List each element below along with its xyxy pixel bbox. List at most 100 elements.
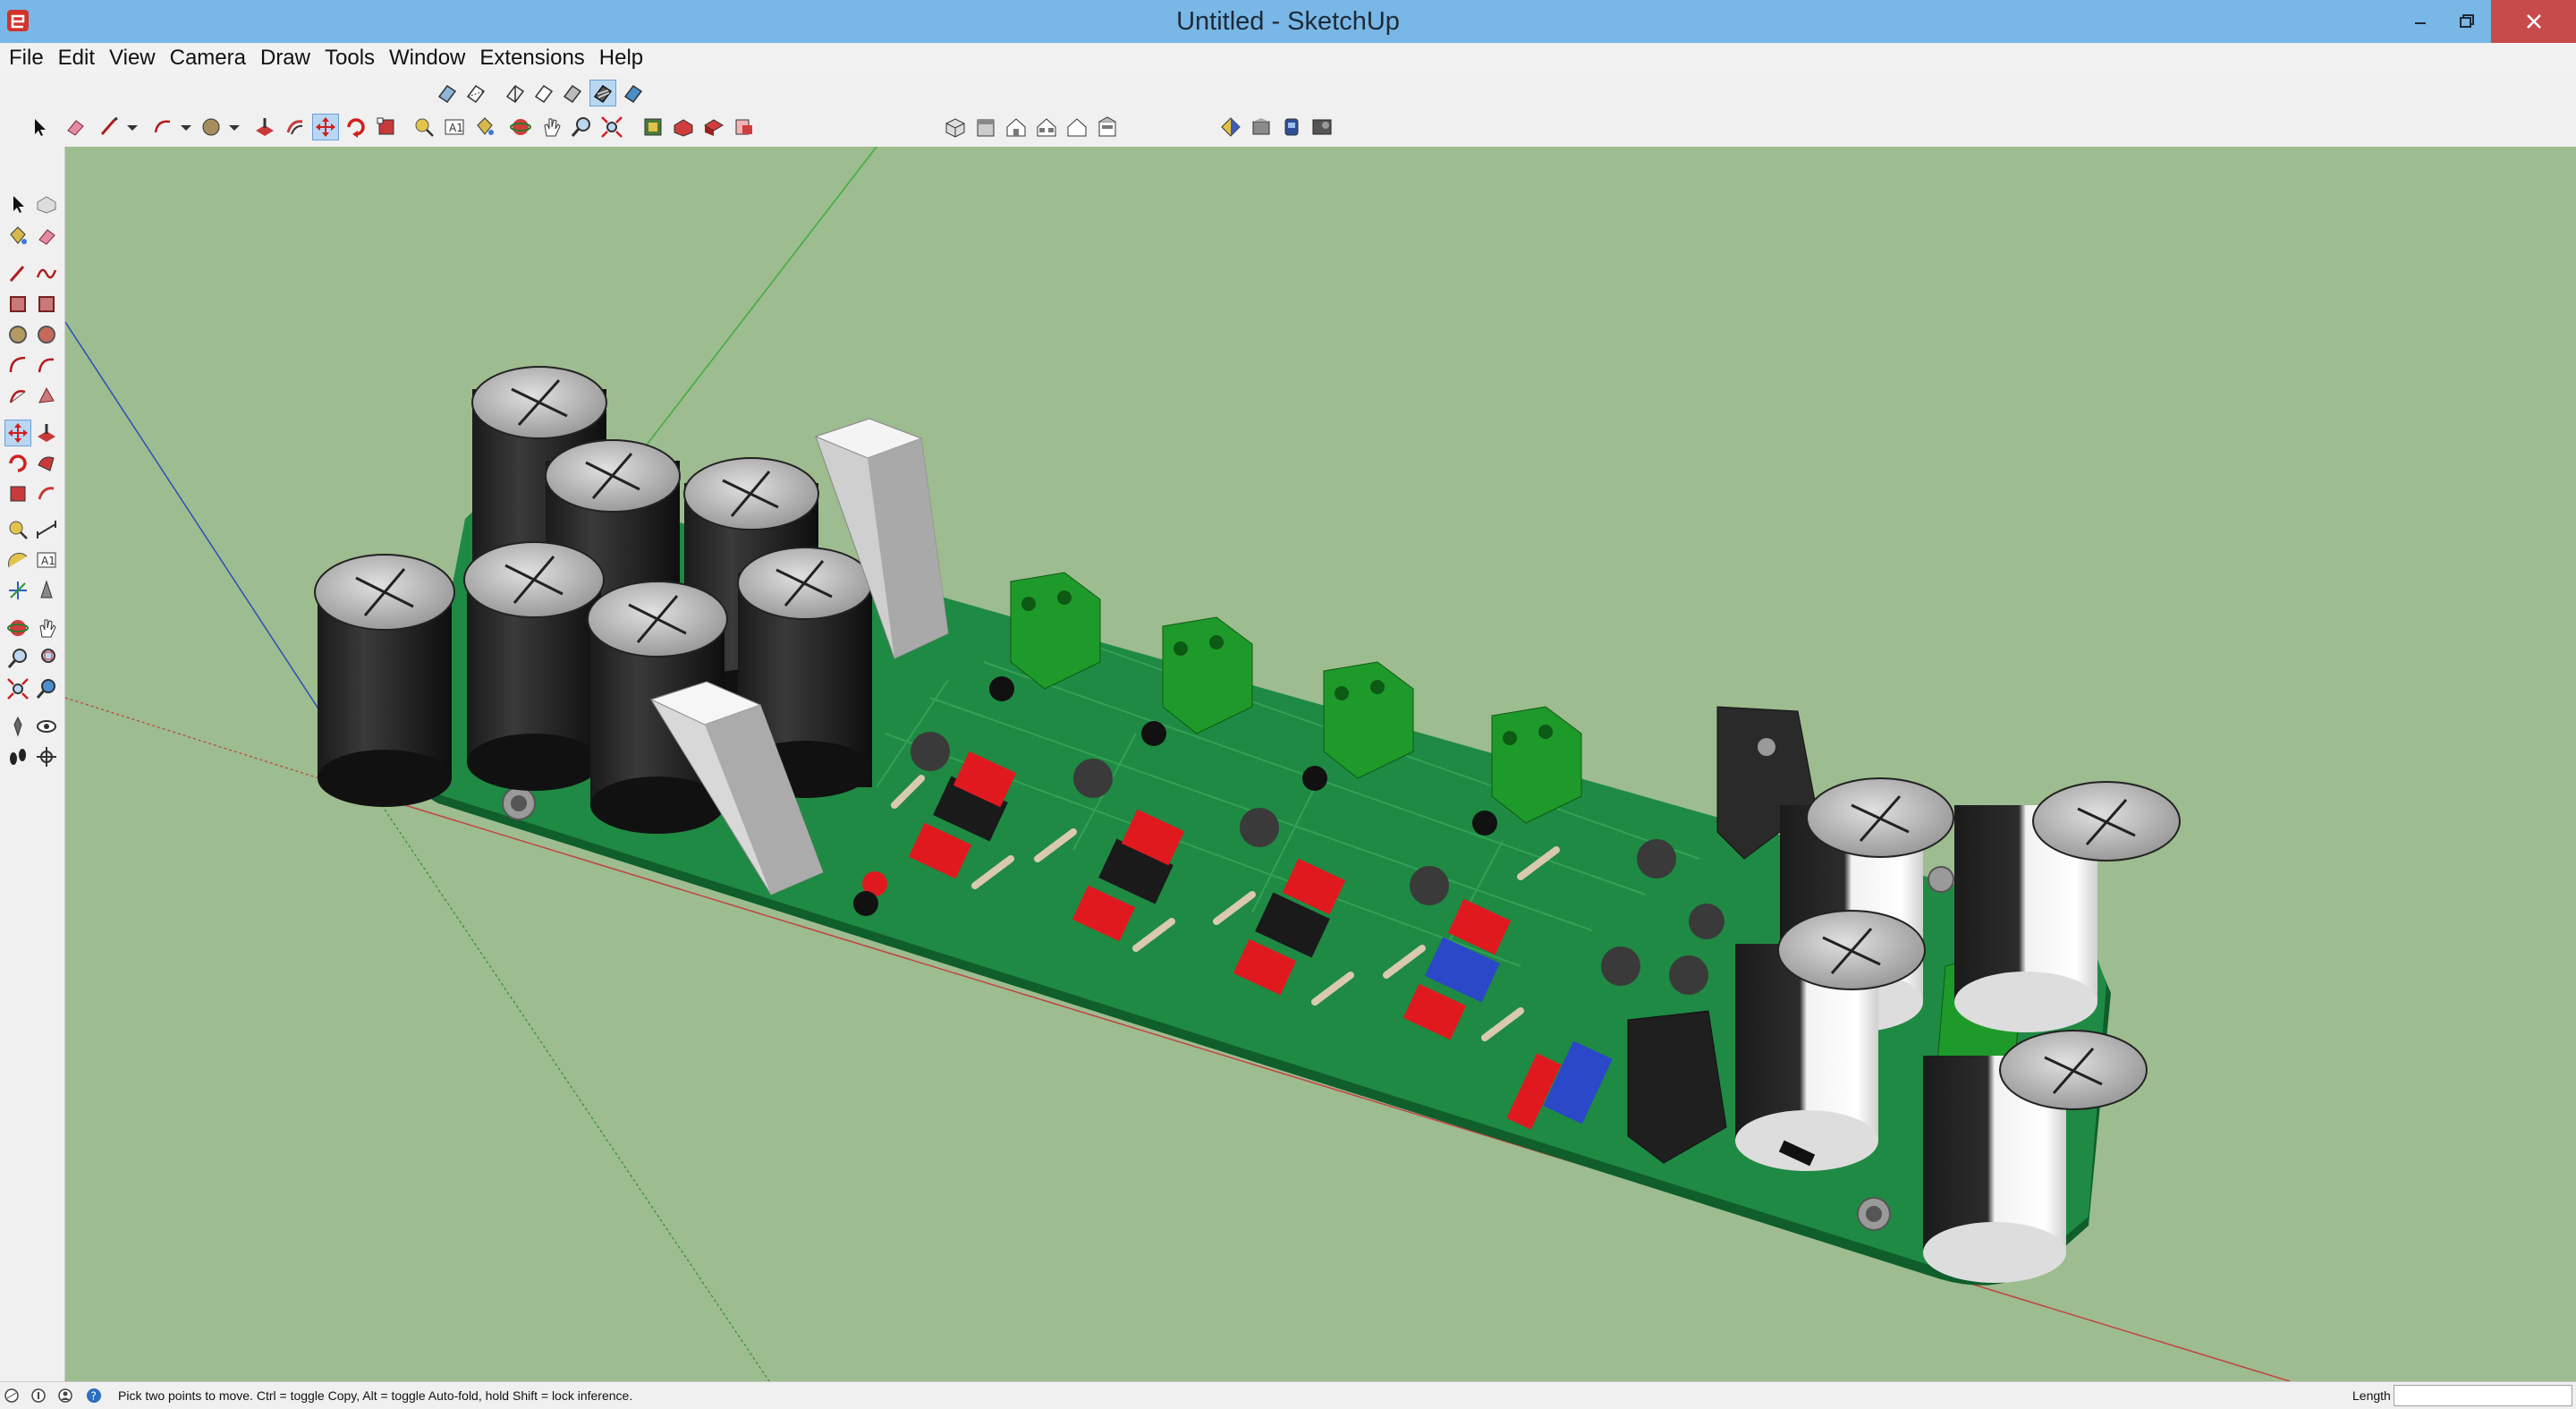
offset-icon[interactable] [34,481,59,506]
dimension-icon[interactable] [34,517,59,542]
tape-measure-icon[interactable] [411,115,436,140]
extension-icon[interactable] [1309,115,1335,140]
rotated-rectangle-icon[interactable] [34,292,59,317]
pan-icon[interactable] [34,615,59,641]
rotate-icon[interactable] [5,451,30,476]
line-icon[interactable] [97,115,122,140]
protractor-icon[interactable] [5,547,30,573]
menu-help[interactable]: Help [598,46,644,70]
chevron-down-icon[interactable] [222,115,247,140]
model-viewport[interactable] [65,147,2576,1381]
geo-location-icon[interactable] [4,1388,20,1404]
zoom-icon[interactable] [569,115,594,140]
shaded-icon[interactable] [560,81,585,106]
text-icon[interactable]: A1 [442,115,467,140]
axes-icon[interactable] [5,578,30,603]
zoom-window-icon[interactable] [34,646,59,671]
look-around-icon[interactable] [34,714,59,739]
front-view-icon[interactable] [1004,115,1029,140]
text-icon[interactable]: A1 [34,547,59,573]
minimize-icon [2415,22,2426,24]
zoom-extents-icon[interactable] [599,115,624,140]
send-to-layout-icon[interactable] [732,115,757,140]
rotate-icon[interactable] [343,115,369,140]
push-pull-icon[interactable] [252,115,277,140]
capacitor-bank-left [314,366,873,834]
chevron-down-icon[interactable] [120,115,145,140]
status-hint: Pick two points to move. Ctrl = toggle C… [118,1388,633,1403]
line-icon[interactable] [5,261,30,286]
section-plane-icon[interactable] [34,744,59,769]
xray-icon[interactable] [435,81,460,106]
offset-icon[interactable] [283,115,308,140]
menu-file[interactable]: File [9,46,44,70]
menu-window[interactable]: Window [389,46,466,70]
menu-view[interactable]: View [109,46,156,70]
tape-measure-icon[interactable] [5,517,30,542]
two-point-arc-icon[interactable] [5,383,30,408]
user-icon[interactable] [57,1388,73,1404]
position-camera-icon[interactable] [5,714,30,739]
scale-icon[interactable] [374,115,399,140]
move-icon[interactable] [312,114,339,140]
share-model-icon[interactable] [1249,115,1274,140]
back-view-icon[interactable] [1064,115,1089,140]
minimize-button[interactable] [2394,0,2447,43]
measurements-input[interactable] [2394,1385,2572,1406]
top-view-icon[interactable] [973,115,998,140]
chevron-down-icon[interactable] [174,115,199,140]
rectangle-icon[interactable] [5,292,30,317]
zoom-icon[interactable] [5,646,30,671]
menu-tools[interactable]: Tools [325,46,376,70]
eraser-icon[interactable] [63,115,88,140]
extension-warehouse-icon[interactable] [671,115,696,140]
restore-button[interactable] [2440,0,2494,43]
back-edges-icon[interactable] [463,81,488,106]
arc-icon[interactable] [5,352,30,378]
3d-text-icon[interactable] [34,578,59,603]
monochrome-icon[interactable] [621,81,646,106]
help-icon[interactable]: ? [86,1388,102,1404]
left-view-icon[interactable] [1095,115,1120,140]
move-icon[interactable] [4,420,31,446]
menu-draw[interactable]: Draw [259,46,310,70]
select-icon[interactable] [5,191,30,216]
scale-icon[interactable] [5,481,30,506]
close-button[interactable] [2491,0,2576,43]
make-component-icon[interactable] [34,191,59,216]
select-icon[interactable] [27,115,52,140]
orbit-icon[interactable] [5,615,30,641]
sketchup-logo-icon [7,10,29,31]
paint-bucket-icon[interactable] [472,115,497,140]
pie-icon[interactable] [34,352,59,378]
right-view-icon[interactable] [1034,115,1059,140]
previous-icon[interactable] [34,676,59,701]
pan-icon[interactable] [538,115,564,140]
menu-camera[interactable]: Camera [169,46,246,70]
credits-icon[interactable] [30,1388,47,1404]
shaded-textures-icon[interactable] [589,80,616,106]
layout-icon[interactable] [701,115,726,140]
paint-bucket-icon[interactable] [5,224,30,249]
warehouse-icon[interactable] [640,115,665,140]
orbit-icon[interactable] [508,115,533,140]
menu-edit[interactable]: Edit [57,46,96,70]
three-point-arc-icon[interactable] [34,383,59,408]
wireframe-icon[interactable] [503,81,528,106]
get-models-icon[interactable] [1218,115,1243,140]
arc-icon[interactable] [150,115,175,140]
menu-bar: File Edit View Camera Draw Tools Window … [0,43,2576,73]
eraser-icon[interactable] [34,224,59,249]
hidden-line-icon[interactable] [531,81,556,106]
iso-view-icon[interactable] [943,115,968,140]
follow-me-icon[interactable] [34,451,59,476]
share-component-icon[interactable] [1279,115,1304,140]
polygon-icon[interactable] [34,322,59,347]
zoom-extents-icon[interactable] [5,676,30,701]
shape-icon[interactable] [199,115,224,140]
circle-icon[interactable] [5,322,30,347]
freehand-icon[interactable] [34,261,59,286]
walk-icon[interactable] [5,744,30,769]
menu-extensions[interactable]: Extensions [479,46,585,70]
push-pull-icon[interactable] [34,420,59,446]
